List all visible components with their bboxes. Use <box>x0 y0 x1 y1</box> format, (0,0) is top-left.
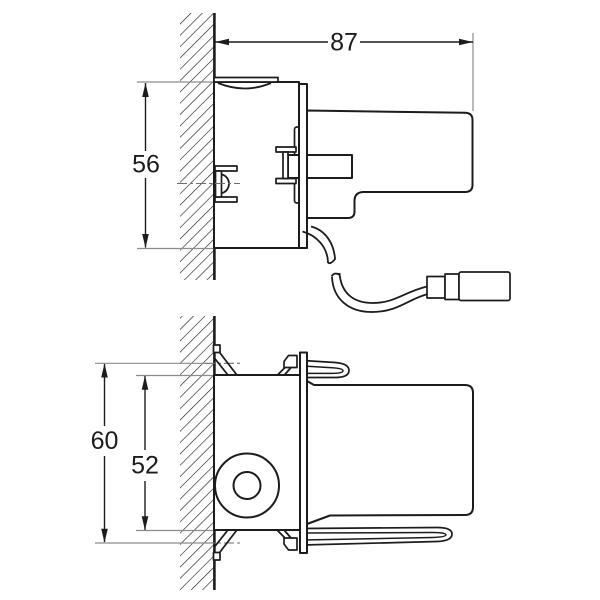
clip-wall-tab <box>212 344 221 354</box>
clip-diagonal <box>276 366 286 376</box>
clip-arm-inner <box>302 365 344 375</box>
clip-diagonal <box>213 356 229 376</box>
cable-edge <box>310 225 336 260</box>
cable-edge <box>338 272 428 304</box>
clip-diagonal <box>283 366 292 376</box>
cable <box>302 225 511 313</box>
flange-plate <box>299 351 308 554</box>
front-view: 60 52 <box>91 316 474 590</box>
latch <box>287 154 353 179</box>
cover-plate-arc <box>217 82 272 90</box>
dimension-52: 52 <box>131 375 159 531</box>
module-body <box>306 380 474 525</box>
clip-vertical-bar <box>282 151 289 180</box>
clip-head <box>283 354 298 369</box>
dimension-56: 56 <box>132 83 160 248</box>
side-view: 87 56 <box>132 13 511 313</box>
dim-value-overall: 60 <box>91 427 119 455</box>
bracket-bottom-bar <box>214 196 238 203</box>
clip-diagonal <box>219 529 238 553</box>
clip-arm-inner <box>302 531 447 541</box>
clip-arm <box>302 526 453 546</box>
arrowhead-down <box>101 528 108 543</box>
dim-value-height: 56 <box>132 151 160 179</box>
arrowhead-down <box>142 234 149 248</box>
bracket-top-bar <box>214 165 238 172</box>
clip-diagonal <box>213 529 229 549</box>
module-body <box>306 109 474 219</box>
cable-edge <box>302 230 329 262</box>
arrowhead-right <box>459 38 473 46</box>
connector-ferrule <box>426 275 446 299</box>
dim-value-inner: 52 <box>131 452 159 480</box>
flange-plate <box>298 83 308 249</box>
arrowhead-left <box>215 38 229 46</box>
arrowhead-up <box>142 83 149 97</box>
dim-value-depth: 87 <box>330 29 358 57</box>
dimension-87: 87 <box>215 29 473 57</box>
arrowhead-up <box>101 363 108 378</box>
connector-body <box>458 271 511 302</box>
spring-clip-top <box>212 344 350 379</box>
latch-clips <box>275 146 297 185</box>
cable-break-mark <box>326 257 337 265</box>
connector-collar <box>444 273 460 301</box>
cover-plate <box>213 76 279 83</box>
wall-hatching <box>180 13 214 280</box>
spring-clip-bottom <box>212 526 453 561</box>
clip-head <box>283 537 298 551</box>
grommet-inner <box>232 471 262 500</box>
wall-hatching <box>180 316 214 590</box>
cable-edge <box>331 276 429 313</box>
wall-bracket <box>177 165 240 203</box>
clip-diagonal <box>276 529 286 539</box>
arrowhead-up <box>141 375 149 390</box>
clip-diagonal <box>283 529 292 539</box>
clip-diagonal <box>219 352 238 376</box>
arrowhead-down <box>141 516 149 531</box>
dimension-60: 60 <box>91 363 119 543</box>
clip-wall-tab <box>212 551 221 561</box>
